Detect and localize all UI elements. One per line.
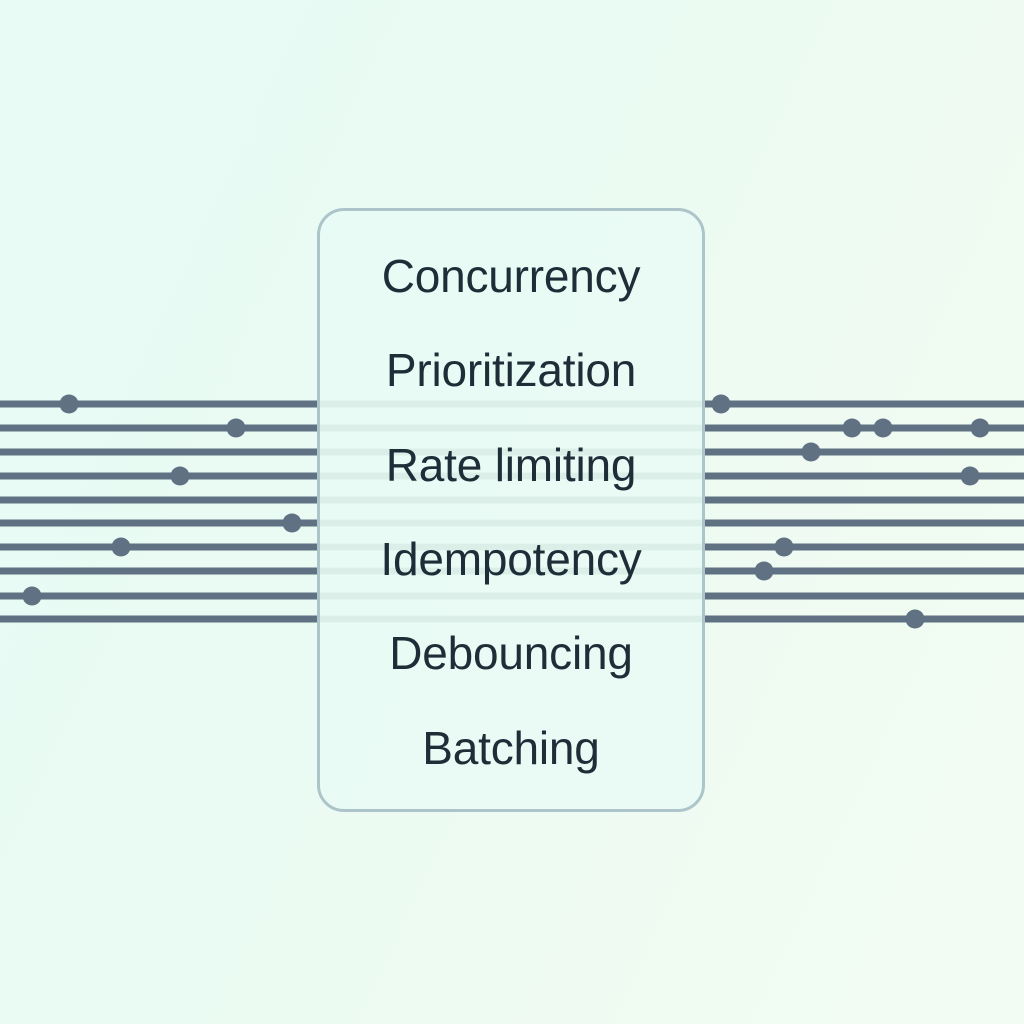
rail-node-dot (111, 537, 131, 557)
rail-node-dot (711, 394, 731, 414)
rail-node-dot (873, 418, 893, 438)
rail-node-dot (801, 442, 821, 462)
rail-node-dot (59, 394, 79, 414)
rail-node-dot (754, 561, 774, 581)
rail-node-dot (282, 513, 302, 533)
rail-node-dot (226, 418, 246, 438)
rail-node-dot (774, 537, 794, 557)
concept-card (317, 208, 705, 812)
rail-node-dot (905, 609, 925, 629)
rail-node-dot (22, 586, 42, 606)
rail-node-dot (170, 466, 190, 486)
rail-node-dot (970, 418, 990, 438)
rail-node-dot (842, 418, 862, 438)
rail-node-dot (960, 466, 980, 486)
